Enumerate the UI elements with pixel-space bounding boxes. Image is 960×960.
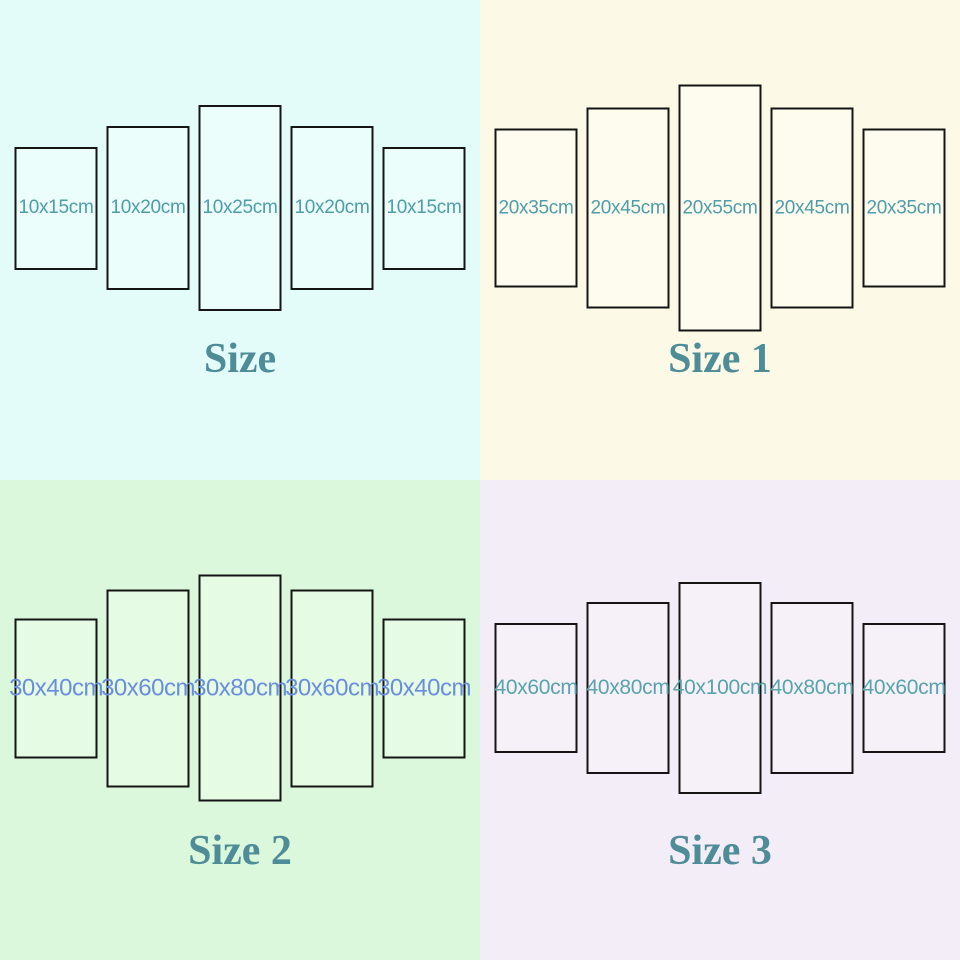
panel-size-label: 10x15cm	[18, 197, 94, 218]
panel-size-label: 20x55cm	[682, 197, 758, 218]
canvas-panel: 40x80cm	[586, 602, 670, 774]
panel-size-label: 40x100cm	[672, 676, 768, 699]
canvas-panel: 30x60cm	[101, 589, 195, 787]
canvas-panel: 10x20cm	[290, 126, 374, 290]
size-chart-quadrant-size-3: 40x60cm 40x80cm 40x100cm 40x80cm 40x60cm…	[480, 480, 960, 960]
panel-size-label: 20x45cm	[590, 197, 666, 218]
size-group-title: Size	[203, 336, 277, 382]
canvas-panel: 40x100cm	[673, 582, 768, 794]
canvas-panel: 20x35cm	[862, 128, 946, 288]
canvas-panel: 30x40cm	[377, 618, 471, 758]
panel-size-label: 40x60cm	[862, 676, 946, 699]
canvas-panel: 20x55cm	[678, 84, 762, 332]
canvas-panel: 40x60cm	[862, 623, 946, 753]
panel-row: 40x60cm 40x80cm 40x100cm 40x80cm 40x60cm	[494, 582, 946, 794]
size-chart-quadrant-size: 10x15cm 10x20cm 10x25cm 10x20cm 10x15cm …	[0, 0, 480, 480]
panel-size-label: 40x80cm	[770, 676, 854, 699]
size-chart-quadrant-size-2: 30x40cm 30x60cm 30x80cm 30x60cm 30x40cm …	[0, 480, 480, 960]
canvas-panel: 10x15cm	[382, 146, 466, 270]
canvas-panel: 30x80cm	[193, 574, 287, 802]
panel-size-label: 10x25cm	[202, 197, 278, 218]
panel-size-label: 30x60cm	[285, 674, 379, 701]
panel-row: 30x40cm 30x60cm 30x80cm 30x60cm 30x40cm	[9, 574, 471, 802]
panel-size-label: 30x80cm	[193, 674, 287, 701]
panel-row: 20x35cm 20x45cm 20x55cm 20x45cm 20x35cm	[494, 84, 946, 332]
canvas-panel: 10x15cm	[14, 146, 98, 270]
canvas-panel: 20x45cm	[770, 107, 854, 309]
canvas-panel: 20x35cm	[494, 128, 578, 288]
panel-row: 10x15cm 10x20cm 10x25cm 10x20cm 10x15cm	[14, 105, 466, 311]
canvas-panel: 30x60cm	[285, 589, 379, 787]
canvas-panel: 40x80cm	[770, 602, 854, 774]
canvas-panel: 30x40cm	[9, 618, 103, 758]
canvas-panel: 10x20cm	[106, 126, 190, 290]
size-group-title: Size 2	[188, 828, 292, 874]
size-group-title: Size 3	[668, 828, 772, 874]
panel-size-label: 40x80cm	[586, 676, 670, 699]
panel-size-label: 20x35cm	[498, 197, 574, 218]
panel-size-label: 10x15cm	[386, 197, 462, 218]
panel-size-label: 30x40cm	[9, 674, 103, 701]
panel-size-label: 40x60cm	[494, 676, 578, 699]
panel-size-label: 20x45cm	[774, 197, 850, 218]
panel-size-label: 10x20cm	[110, 197, 186, 218]
size-group-title: Size 1	[668, 336, 772, 382]
canvas-panel: 20x45cm	[586, 107, 670, 309]
panel-size-label: 30x40cm	[377, 674, 471, 701]
canvas-panel: 10x25cm	[198, 105, 282, 311]
panel-size-label: 10x20cm	[294, 197, 370, 218]
canvas-panel: 40x60cm	[494, 623, 578, 753]
panel-size-label: 30x60cm	[101, 674, 195, 701]
size-chart-quadrant-size-1: 20x35cm 20x45cm 20x55cm 20x45cm 20x35cm …	[480, 0, 960, 480]
panel-size-label: 20x35cm	[866, 197, 942, 218]
